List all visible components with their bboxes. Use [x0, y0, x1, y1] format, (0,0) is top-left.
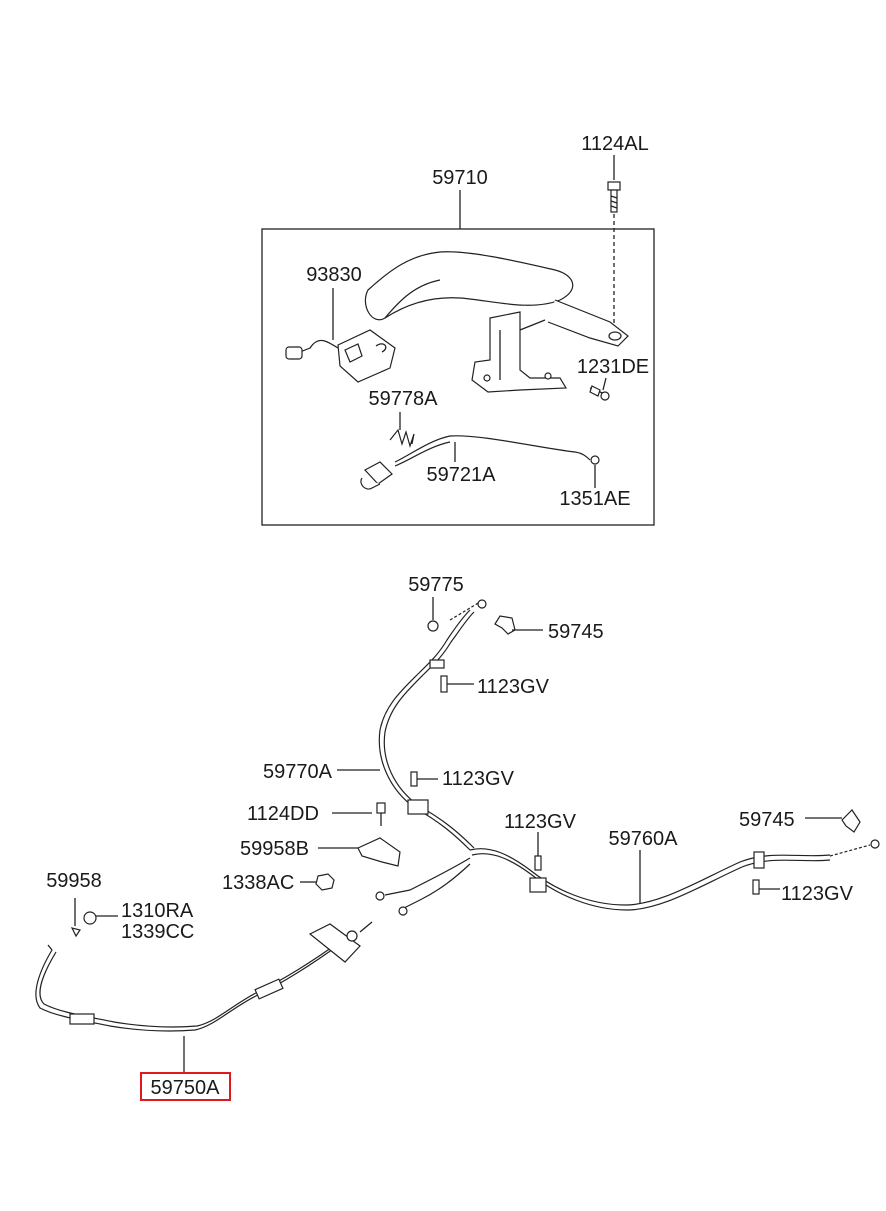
label-59770a: 59770A [263, 761, 333, 783]
label-93830: 93830 [306, 264, 362, 286]
label-59775: 59775 [408, 574, 464, 596]
pin-59958-icon [70, 927, 81, 938]
label-1310ra: 1310RA [121, 900, 194, 922]
cable-59760a-icon [375, 839, 880, 916]
rod-59721a-icon [360, 435, 591, 490]
label-59750a: 59750A [151, 1077, 221, 1099]
switch-93830-icon [285, 329, 396, 383]
screw-1123gv-d-icon [752, 879, 780, 895]
clip-1351ae-icon [590, 455, 600, 465]
label-1123gv-a: 1123GV [477, 676, 550, 698]
nut-1338ac-icon [315, 873, 335, 891]
assembly-box [261, 228, 655, 526]
cable-59750a-icon [35, 921, 373, 1032]
bracket-59745-right-icon [841, 809, 861, 833]
label-1124al: 1124AL [581, 133, 648, 155]
label-1351ae: 1351AE [559, 488, 630, 510]
front-cable-59770a-icon [378, 599, 487, 851]
bolt-1310ra-icon [83, 911, 97, 925]
spring-59778a-icon [389, 428, 415, 449]
leader-1231de [602, 377, 607, 391]
bracket-59745-top-icon [494, 615, 516, 635]
label-1339cc: 1339CC [121, 921, 194, 943]
highlight-box-59750a [140, 1072, 231, 1101]
label-59721a: 59721A [427, 464, 497, 486]
label-59760a: 59760A [609, 828, 679, 850]
label-59958: 59958 [46, 870, 102, 892]
bolt-1124dd-icon [376, 802, 386, 826]
label-1124dd: 1124DD [247, 803, 319, 825]
label-1123gv-b: 1123GV [442, 768, 515, 790]
lever-handle-icon [364, 251, 629, 393]
label-59745-right: 59745 [739, 809, 795, 831]
label-59778a: 59778A [369, 388, 439, 410]
label-1231de: 1231DE [577, 356, 649, 378]
label-59745-top: 59745 [548, 621, 604, 643]
screw-1231de-icon [589, 385, 610, 401]
screw-1123gv-a-icon [440, 675, 474, 693]
label-59958b: 59958B [240, 838, 309, 860]
label-1123gv-c: 1123GV [504, 811, 577, 833]
label-1338ac: 1338AC [222, 872, 294, 894]
label-1123gv-d: 1123GV [781, 883, 854, 905]
bolt-1124al-icon [607, 181, 621, 213]
screw-1123gv-b-icon [410, 771, 438, 787]
screw-1123gv-c-icon [534, 832, 542, 871]
bracket-59958b-icon [357, 837, 401, 867]
label-59710: 59710 [432, 167, 488, 189]
retainer-59775-icon [427, 620, 439, 632]
